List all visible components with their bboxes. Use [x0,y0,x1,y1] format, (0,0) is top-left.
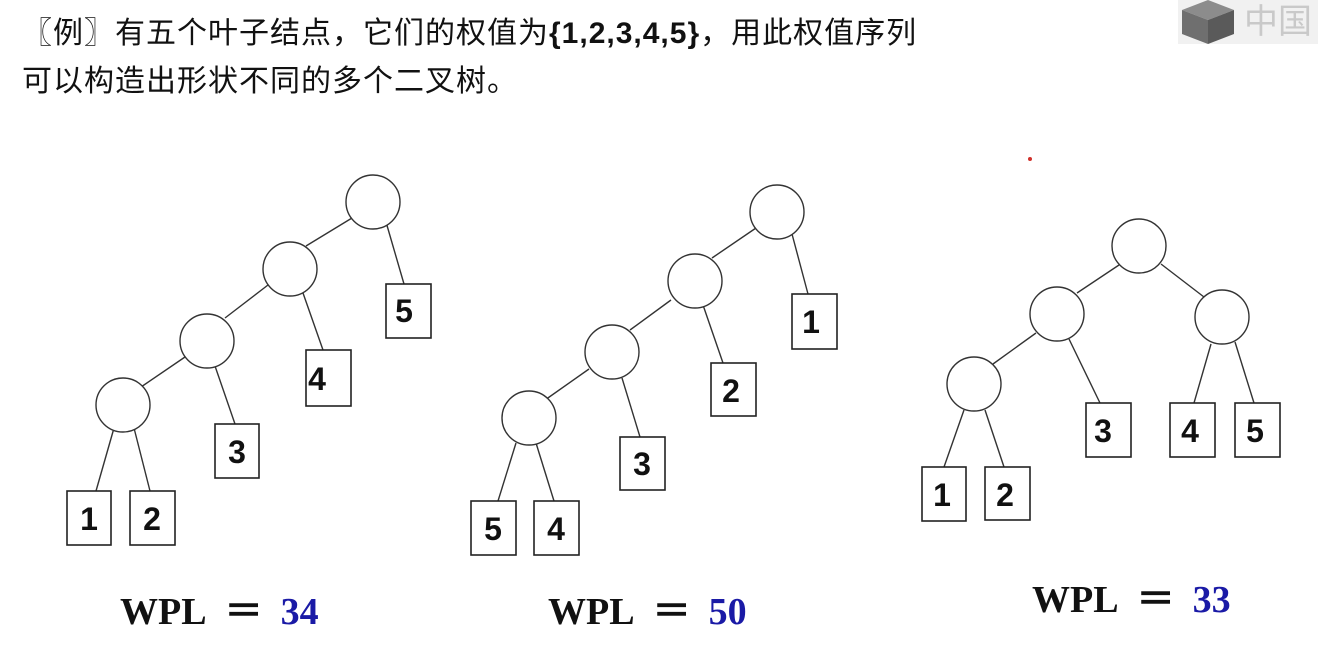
leaf-weight: 1 [933,477,951,513]
leaf-weight: 4 [1181,413,1199,449]
edge [1160,263,1205,298]
wpl-value: 33 [1192,579,1231,621]
red-dot-mark [1028,157,1032,161]
internal-node [749,184,805,240]
leaf-node: 5 [1234,402,1281,458]
leaf-weight: 5 [395,293,413,329]
edge [497,442,517,502]
edge [1076,264,1120,294]
edge [133,427,151,492]
leaf-node: 4 [533,500,580,556]
internal-node [667,253,723,309]
edge [702,304,724,364]
edge [140,356,186,388]
internal-node [262,241,318,297]
leaf-weight: 3 [633,446,651,482]
wpl-label: WPL [548,591,635,633]
edge [214,365,236,425]
example-line-1-tail: ，用此权值序列 [700,16,918,51]
edge [1234,341,1255,404]
example-line-2: 可以构造出形状不同的多个二叉树。 [22,64,518,99]
wpl-value: 50 [708,591,747,633]
example-text: 〖例〗有五个叶子结点，它们的权值为{1,2,3,4,5}，用此权值序列 可以构造… [22,10,1172,106]
leaf-weight: 5 [1246,413,1264,449]
equals-sign: ＝ [652,591,691,633]
leaf-weight: 1 [802,304,820,340]
wpl-label: WPL [120,591,207,633]
leaf-node: 3 [214,423,260,479]
tree-1: 1 2 3 4 5 [66,174,432,546]
edge [95,427,115,492]
internal-node [1029,286,1085,342]
weight-set: {1,2,3,4,5} [549,17,701,50]
leaf-weight: 2 [143,501,161,537]
edge [305,217,353,247]
edge [224,284,269,319]
edge [302,292,324,351]
leaf-node: 1 [921,466,967,522]
leaf-node: 2 [984,466,1031,521]
internal-node [1194,289,1250,345]
leaf-node: 4 [305,349,352,407]
leaf-weight: 3 [1094,413,1112,449]
edge [544,368,590,401]
leaf-node: 1 [791,293,838,350]
wpl-result-tree-2: WPL ＝ 50 [548,580,747,635]
internal-node [946,356,1002,412]
edge [711,227,757,259]
leaf-weight: 2 [722,373,740,409]
example-line-1: 〖例〗有五个叶子结点，它们的权值为{1,2,3,4,5}，用此权值序列 [22,10,1172,58]
edge [791,233,809,295]
edge [621,377,641,438]
leaf-node: 2 [129,490,176,546]
cube-logo-icon [1182,0,1234,44]
logo-text: 中国 [1244,2,1312,42]
edge [1068,338,1101,404]
leaf-node: 5 [385,283,432,339]
leaf-node: 5 [470,500,517,556]
leaf-weight: 2 [996,477,1014,513]
leaf-weight: 3 [228,434,246,470]
edge [943,409,965,468]
example-line-1-lead: 〖例〗有五个叶子结点，它们的权值为 [22,16,549,51]
internal-node [501,390,557,446]
tree-3: 1 2 3 4 5 [921,218,1281,522]
edge [992,332,1037,365]
tree-2: 5 4 3 2 1 [470,184,838,556]
edge [1193,343,1212,404]
internal-node [179,313,235,369]
wpl-result-tree-3: WPL ＝ 33 [1032,568,1231,623]
equals-sign: ＝ [224,591,263,633]
internal-node [345,174,401,230]
leaf-node: 1 [66,490,112,546]
wpl-label: WPL [1032,579,1119,621]
watermark-logo: 中国 [1178,0,1318,44]
leaf-weight: 1 [80,501,98,537]
internal-node [1111,218,1167,274]
leaf-node: 4 [1169,402,1216,458]
wpl-value: 34 [280,591,319,633]
wpl-result-tree-1: WPL ＝ 34 [120,580,319,635]
edge [984,409,1005,468]
edge [385,221,405,285]
internal-node [95,377,151,433]
leaf-weight: 4 [308,361,326,397]
internal-node [584,324,640,380]
leaf-weight: 5 [484,511,502,547]
leaf-weight: 4 [547,511,565,547]
equals-sign: ＝ [1136,579,1175,621]
leaf-node: 2 [710,362,757,417]
leaf-node: 3 [1085,402,1132,458]
leaf-node: 3 [619,436,666,491]
edge [535,442,555,502]
edge [629,299,672,331]
